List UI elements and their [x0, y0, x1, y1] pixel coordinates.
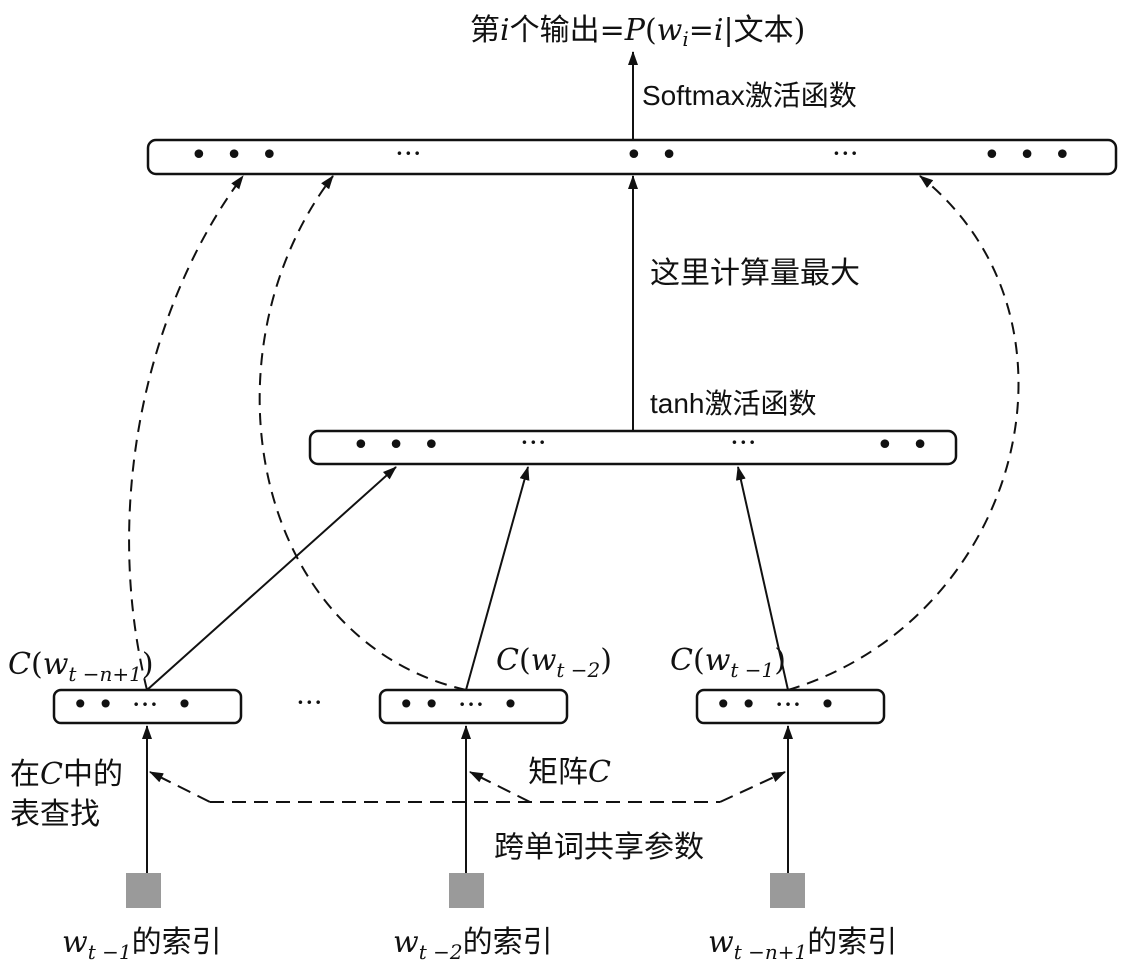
- shared-params-label: 跨单词共享参数: [494, 830, 704, 865]
- embedding-label-2: C(wt −2): [496, 643, 612, 682]
- hidden-layer-dots-left: • • •: [352, 428, 444, 463]
- lookup-label-line2: 表查找: [10, 797, 100, 832]
- index-label-1: wt −1的索引: [62, 925, 222, 964]
- hidden-layer-ellipsis-1: ···: [520, 426, 547, 459]
- embedding-box-3: [695, 688, 886, 725]
- index-box-2: [449, 873, 484, 908]
- matrix-to-emb2-dashed: [469, 771, 531, 803]
- hidden-layer-box: [308, 429, 958, 466]
- output-layer-dots-right: • • •: [983, 138, 1075, 173]
- hidden-layer-ellipsis-2: ···: [730, 426, 757, 459]
- matrix-to-emb3-dashed: [719, 771, 786, 803]
- output-probability-label: 第i个输出=P(wi=i|文本): [470, 13, 805, 51]
- output-layer-ellipsis-1: ···: [395, 137, 422, 170]
- emb1-to-hidden-arrow: [146, 466, 397, 691]
- compute-heaviest-label: 这里计算量最大: [650, 256, 860, 291]
- index-label-3: wt −n+1的索引: [708, 925, 897, 964]
- embedding-label-1: C(wt −n+1): [8, 647, 154, 686]
- embedding-label-3: C(wt −1): [670, 643, 786, 682]
- emb3-to-hidden-arrow: [735, 466, 789, 691]
- output-layer-dots-mid: • •: [625, 138, 682, 173]
- lookup-label-line1: 在C中的: [10, 757, 123, 792]
- between-embeddings-ellipsis: ···: [296, 686, 323, 719]
- embedding-box-1: [52, 688, 243, 725]
- emb2-to-hidden-arrow: [465, 466, 530, 691]
- output-layer-dots-left: • • •: [190, 138, 282, 173]
- emb2-to-output-dashed: [258, 175, 467, 691]
- embedding-cells-2: • • ··· •: [398, 688, 519, 721]
- output-layer-box: [146, 138, 1118, 176]
- embedding-cells-3: • • ··· •: [715, 688, 836, 721]
- emb1-to-output-dashed: [128, 175, 244, 691]
- matrix-c-label: 矩阵C: [528, 755, 611, 790]
- index-box-3: [770, 873, 805, 908]
- hidden-layer-dots-right: • •: [876, 428, 933, 463]
- index-label-2: wt −2的索引: [393, 925, 553, 964]
- softmax-activation-label: Softmax激活函数: [642, 79, 857, 112]
- index-box-1: [126, 873, 161, 908]
- embedding-cells-1: • • ··· •: [72, 688, 193, 721]
- output-layer-ellipsis-2: ···: [832, 137, 859, 170]
- embedding-box-2: [378, 688, 569, 725]
- tanh-activation-label: tanh激活函数: [650, 387, 817, 420]
- matrix-to-emb1-dashed: [149, 771, 211, 803]
